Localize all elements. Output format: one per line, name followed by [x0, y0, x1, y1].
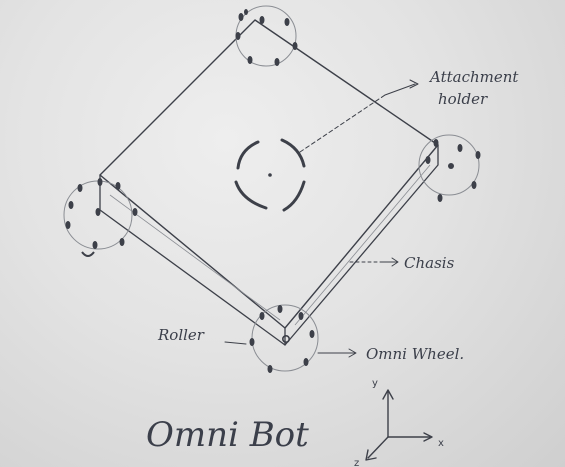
attachment-holder [234, 138, 306, 212]
attachment-leader [299, 79, 419, 153]
chasis-label: Chasis [404, 254, 455, 272]
title: Omni Bot [146, 415, 309, 455]
chasis-leader [349, 257, 399, 267]
omni-wheel-top [235, 5, 298, 67]
roller-label: Roller [157, 326, 205, 344]
roller-leader [224, 341, 247, 345]
omni-wheel-left [63, 178, 138, 257]
center-dot [268, 173, 272, 177]
axis-y-label: y [372, 378, 378, 389]
coordinate-axes [365, 389, 433, 461]
omni-wheel-right [418, 134, 481, 202]
axis-x-label: x [438, 438, 444, 449]
omni-wheel-leader [317, 348, 357, 358]
attachment-label-line1: Attachment [428, 68, 519, 86]
attachment-label-line2: holder [438, 90, 488, 108]
omni-wheel-label: Omni Wheel. [366, 345, 464, 363]
axis-z-label: z [354, 458, 359, 467]
omni-wheel-bottom [249, 304, 319, 373]
